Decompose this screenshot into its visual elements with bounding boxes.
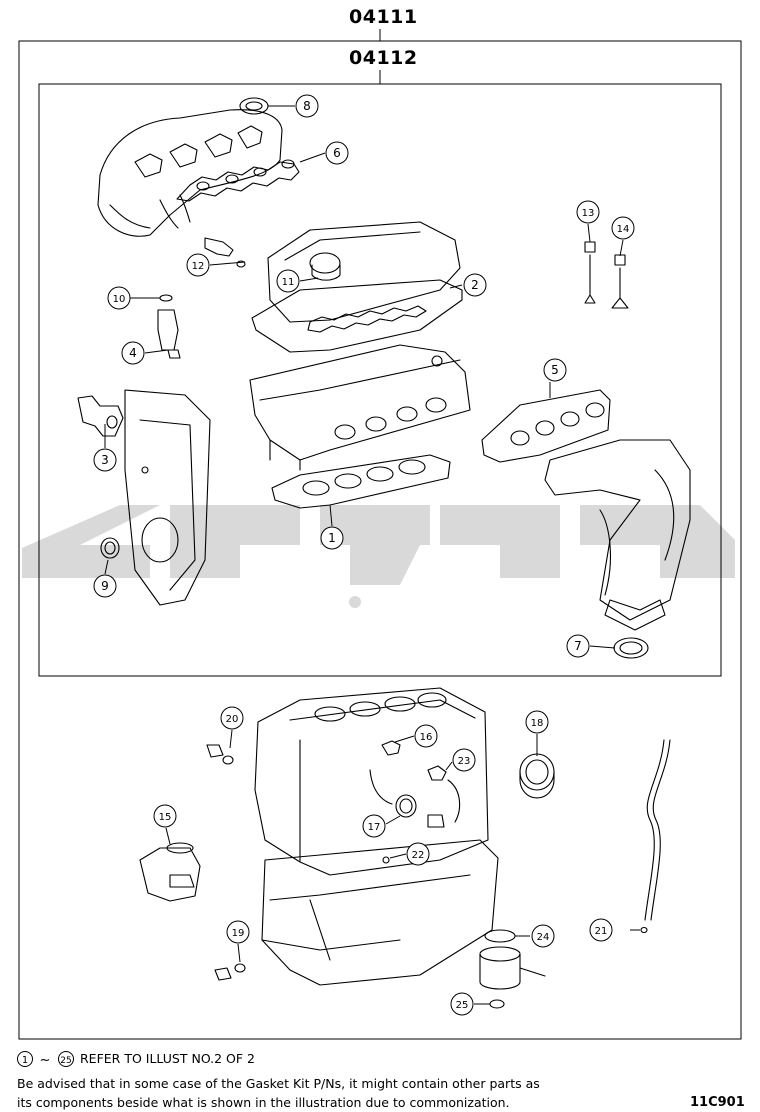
part-drawings <box>77 97 691 1009</box>
cylinder-block-drawing <box>254 687 489 876</box>
callout-15: 15 <box>153 804 177 828</box>
callout-19: 19 <box>226 920 250 944</box>
advisory-note-line2: its components beside what is shown in t… <box>17 1095 510 1110</box>
range-reference-text: REFER TO ILLUST NO.2 OF 2 <box>80 1051 255 1066</box>
callout-number: 13 <box>582 208 595 219</box>
callout-8: 8 <box>295 94 319 118</box>
range-separator: ~ <box>40 1053 51 1068</box>
advisory-note-line1: Be advised that in some case of the Gask… <box>17 1076 540 1091</box>
figure-code: 11C901 <box>690 1095 745 1110</box>
footer-range-marks: 1 ~ 25 <box>17 1051 74 1068</box>
exhaust-manifold-drawing <box>544 439 691 631</box>
injector-drawing <box>157 294 181 359</box>
outer-kit-code: 04111 <box>349 6 418 28</box>
callout-23: 23 <box>452 748 476 772</box>
callout-number: 14 <box>617 224 630 235</box>
callout-24: 24 <box>531 924 555 948</box>
intake-gasket-drawing <box>176 159 300 202</box>
leader-lines <box>104 105 640 1005</box>
callout-13: 13 <box>576 200 600 224</box>
callout-14: 14 <box>611 216 635 240</box>
callout-number: 23 <box>458 756 471 767</box>
callout-4: 4 <box>121 341 145 365</box>
callout-number: 9 <box>101 579 109 593</box>
callout-number: 6 <box>333 146 341 160</box>
watermark-logo <box>22 505 735 608</box>
kit-boxes <box>18 29 742 1040</box>
callout-21: 21 <box>589 918 613 942</box>
drain-plugs-drawing <box>206 744 246 981</box>
callout-number: 7 <box>574 639 582 653</box>
callout-number: 5 <box>551 363 559 377</box>
range-end-number: 25 <box>60 1056 71 1066</box>
callout-18: 18 <box>525 710 549 734</box>
crank-seal-drawing <box>519 753 555 799</box>
callout-number: 22 <box>412 850 425 861</box>
callout-25: 25 <box>450 992 474 1016</box>
callout-number: 20 <box>226 714 239 725</box>
inner-kit-code: 04112 <box>349 47 418 69</box>
callout-12: 12 <box>186 253 210 277</box>
callout-17: 17 <box>362 814 386 838</box>
callout-number: 24 <box>537 932 550 943</box>
callout-number: 25 <box>456 1000 469 1011</box>
callout-5: 5 <box>543 358 567 382</box>
timing-cover-drawing <box>124 389 211 606</box>
callout-number: 12 <box>192 261 205 272</box>
callout-number: 11 <box>282 277 295 288</box>
block-small-parts-drawing <box>381 740 461 864</box>
callout-6: 6 <box>325 141 349 165</box>
callout-20: 20 <box>220 706 244 730</box>
callout-9: 9 <box>93 574 117 598</box>
callouts: 1 2 3 4 5 6 7 8 9 10 11 12 13 14 15 16 1… <box>93 94 635 1016</box>
intake-manifold-drawing <box>97 109 283 237</box>
oil-pump-drawing <box>139 842 201 902</box>
valves-drawing <box>584 241 629 309</box>
head-cover-gasket-drawing <box>251 279 463 353</box>
water-gasket-drawing <box>77 395 124 437</box>
oil-pan-drawing <box>261 839 499 986</box>
callout-number: 8 <box>303 99 311 113</box>
head-cover-drawing <box>267 221 461 323</box>
callout-number: 18 <box>531 718 544 729</box>
callout-22: 22 <box>406 842 430 866</box>
inner-kit-box <box>38 83 722 677</box>
dipstick-guide-drawing <box>640 739 671 934</box>
callout-16: 16 <box>414 724 438 748</box>
exhaust-gasket-drawing <box>481 389 611 463</box>
callout-3: 3 <box>93 448 117 472</box>
callout-number: 4 <box>129 346 137 360</box>
cylinder-head-drawing <box>249 344 471 471</box>
throttle-gasket-drawing <box>239 97 269 115</box>
callout-number: 3 <box>101 453 109 467</box>
exhaust-ring-drawing <box>613 637 649 659</box>
callout-11: 11 <box>276 269 300 293</box>
callout-number: 1 <box>328 531 336 545</box>
callout-number: 15 <box>159 812 172 823</box>
callout-7: 7 <box>566 634 590 658</box>
callout-number: 2 <box>471 278 479 292</box>
callout-number: 16 <box>420 732 433 743</box>
callout-number: 10 <box>113 294 126 305</box>
callout-number: 17 <box>368 822 381 833</box>
range-start-number: 1 <box>22 1055 28 1066</box>
callout-2: 2 <box>463 273 487 297</box>
outer-kit-box <box>18 40 742 1040</box>
callout-number: 21 <box>595 926 608 937</box>
pcv-fitting-drawing <box>204 237 246 268</box>
head-gasket-drawing <box>271 454 451 509</box>
callout-1: 1 <box>320 526 344 550</box>
callout-10: 10 <box>107 286 131 310</box>
front-seal-drawing <box>100 537 120 559</box>
callout-number: 19 <box>232 928 245 939</box>
